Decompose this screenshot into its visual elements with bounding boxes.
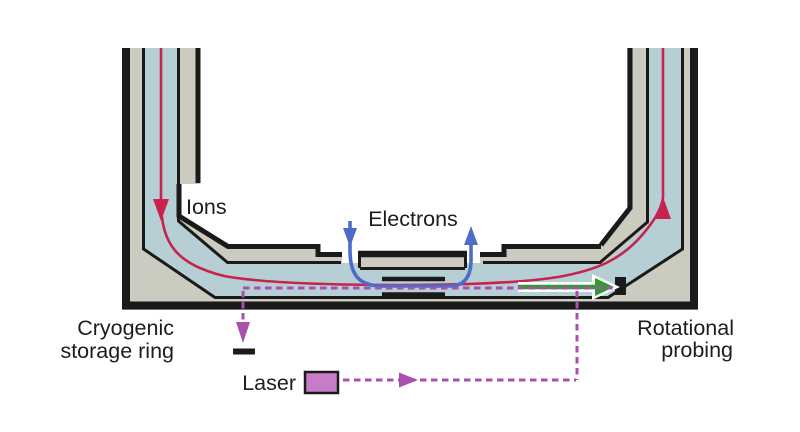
storage-ring-label-line1: Cryogenic bbox=[77, 316, 174, 340]
electron-beam bbox=[343, 221, 478, 288]
laser-arrow-down-icon bbox=[236, 322, 250, 343]
figure-labels: Ions Electrons Cryogenic storage ring Ro… bbox=[60, 195, 734, 395]
storage-ring-label-line2: storage ring bbox=[60, 339, 174, 363]
ions-label: Ions bbox=[186, 195, 227, 219]
probe-arrowhead-icon bbox=[595, 278, 614, 296]
rotational-probing-label-line2: probing bbox=[661, 338, 733, 362]
laser-source-box bbox=[303, 370, 340, 395]
channel-inner-liner-right bbox=[483, 48, 649, 264]
electron-arrow-in-icon bbox=[343, 228, 357, 247]
laser-arrow-right-icon bbox=[399, 372, 418, 388]
laser-path bbox=[236, 286, 613, 388]
outer-wall-outline bbox=[122, 48, 698, 310]
inner-shield-wall-right bbox=[599, 48, 633, 247]
channel-outer-liner bbox=[142, 48, 684, 299]
ion-arrow-up-icon bbox=[655, 197, 671, 219]
beam-channel bbox=[145, 48, 681, 296]
detector-block bbox=[615, 277, 626, 295]
electron-cooler-edges bbox=[358, 251, 467, 270]
laser-label: Laser bbox=[242, 371, 296, 395]
vessel-outlines bbox=[122, 48, 698, 355]
inner-shield-wall-left-lower bbox=[176, 184, 318, 249]
ion-arrow-down-icon bbox=[153, 199, 169, 221]
channel-inner-liner-left bbox=[177, 48, 341, 264]
rotational-probing-label-line1: Rotational bbox=[637, 316, 734, 340]
shield-step-right bbox=[480, 244, 601, 257]
electron-beam-path bbox=[348, 221, 473, 288]
electrons-label: Electrons bbox=[368, 207, 458, 231]
shield-step-left bbox=[315, 244, 342, 257]
electron-arrow-out-icon bbox=[464, 226, 478, 245]
